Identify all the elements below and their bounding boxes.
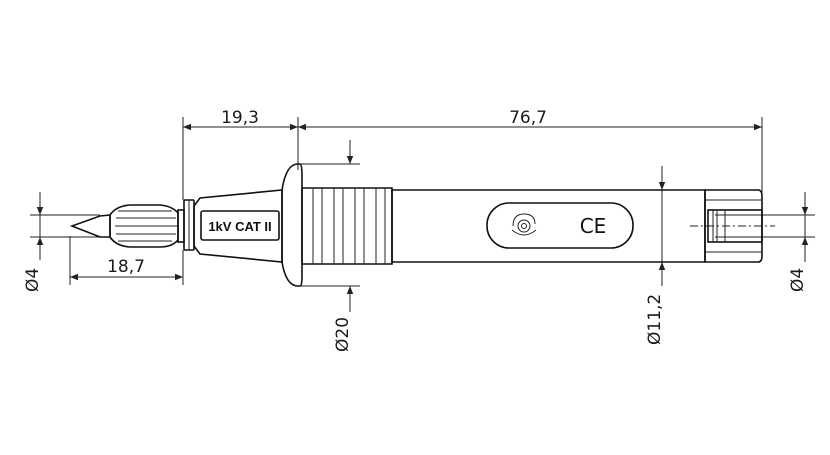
- rear-socket: [704, 189, 763, 263]
- dimension-tip-diameter: Ø4: [23, 192, 100, 292]
- probe-handle: [391, 189, 706, 263]
- label-window: [486, 202, 634, 249]
- tip-length-label: 18,7: [107, 257, 145, 277]
- ce-mark: CE: [580, 214, 607, 238]
- dimension-body-diameter: Ø11,2: [645, 166, 666, 345]
- dimension-tip-length: 18,7: [69, 236, 184, 285]
- dimension-body-length: 76,7: [298, 108, 763, 192]
- body-diameter-label: Ø11,2: [645, 294, 665, 345]
- voltage-category-marking: 1kV CAT II: [208, 219, 271, 234]
- dimension-socket-diameter: Ø4: [715, 192, 815, 292]
- finger-guard: [281, 163, 303, 287]
- probe-outline: 1kV CAT II CE: [69, 163, 775, 287]
- body-length-label: 76,7: [509, 108, 547, 128]
- tip-diameter-label: Ø4: [23, 268, 43, 292]
- spiral-symbol-icon: [511, 213, 537, 236]
- ribbed-grip: [301, 187, 393, 265]
- socket-diameter-label: Ø4: [788, 268, 808, 292]
- probe-tip: [69, 214, 111, 238]
- collar-length-label: 19,3: [221, 108, 259, 128]
- dimension-collar-length: 19,3: [182, 108, 299, 200]
- collar-diameter-label: Ø20: [333, 317, 353, 352]
- dimension-collar-diameter: Ø20: [298, 140, 360, 352]
